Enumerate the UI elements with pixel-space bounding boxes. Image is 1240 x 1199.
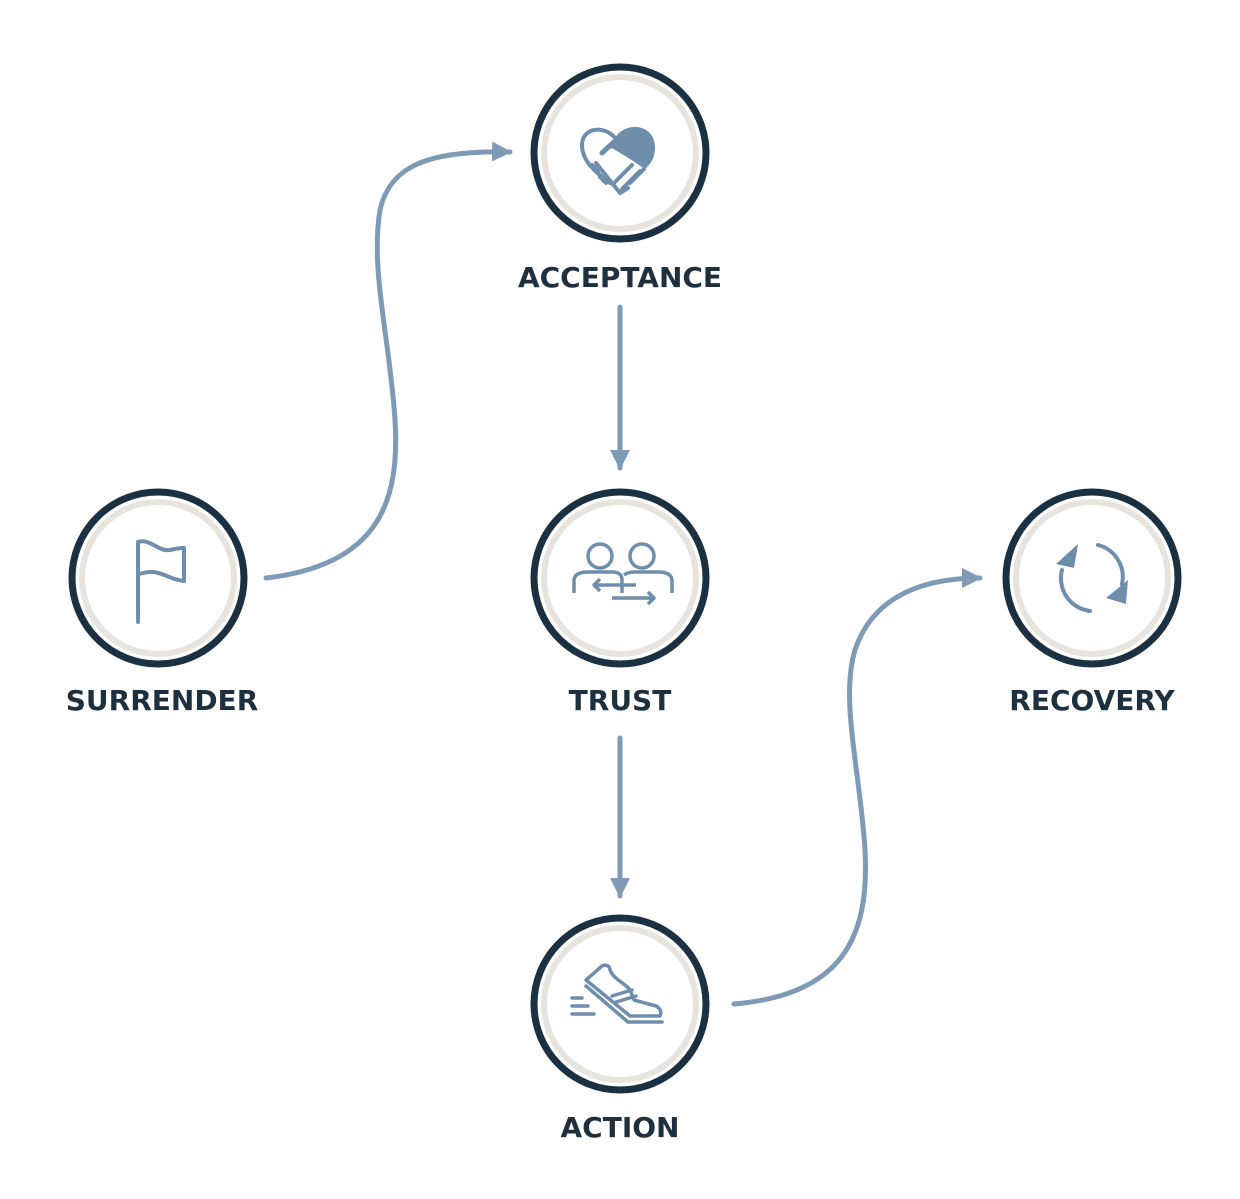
running-shoe-icon xyxy=(570,963,664,1024)
edge-action-to-recovery xyxy=(731,568,983,1007)
node-label-action: ACTION xyxy=(561,1111,680,1144)
edge-surrender-to-acceptance xyxy=(263,141,513,581)
node-label-recovery: RECOVERY xyxy=(1009,684,1175,717)
connectors xyxy=(263,141,983,1007)
node-acceptance xyxy=(530,63,710,243)
refresh-cycle-icon xyxy=(1056,543,1128,613)
node-ring xyxy=(68,488,248,668)
node-label-surrender: SURRENDER xyxy=(66,684,259,717)
node-surrender xyxy=(68,488,248,668)
node-label-trust: TRUST xyxy=(569,684,672,717)
node-ring xyxy=(530,63,710,243)
people-exchange-icon xyxy=(572,542,674,606)
heart-handshake-icon xyxy=(579,126,655,195)
node-label-acceptance: ACCEPTANCE xyxy=(518,261,722,294)
node-ring xyxy=(1002,488,1182,668)
node-action xyxy=(530,914,710,1094)
node-recovery xyxy=(1002,488,1182,668)
flag-icon xyxy=(136,539,186,624)
node-trust xyxy=(530,488,710,668)
node-ring xyxy=(530,914,710,1094)
